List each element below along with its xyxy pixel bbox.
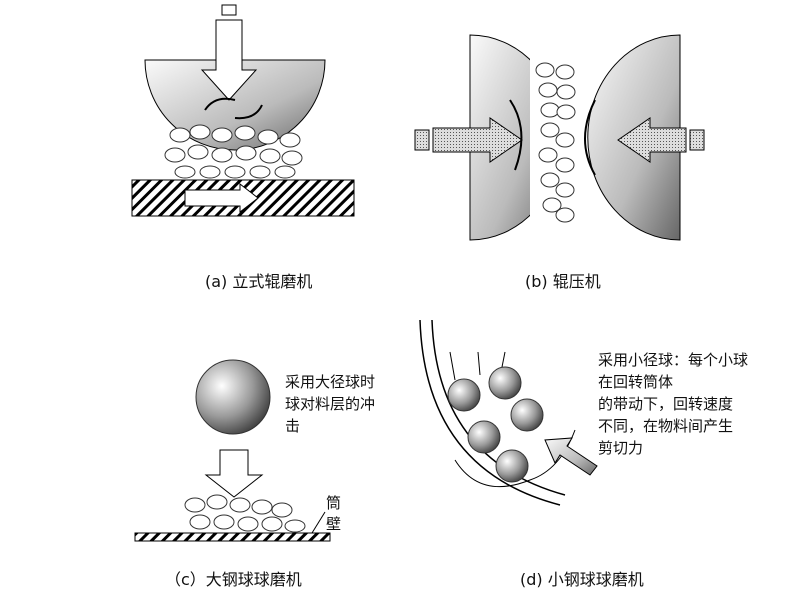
note-c-line-1: 采用大径球时 xyxy=(285,373,376,391)
note-d-line-4: 不同，在物料间产生 xyxy=(598,417,734,435)
small-ball-mill xyxy=(419,319,598,506)
note-c-line-2: 球对料层的冲 xyxy=(285,395,376,413)
caption-c: （c）大钢球球磨机 xyxy=(165,570,302,589)
caption-b: (b) 辊压机 xyxy=(525,272,601,291)
wall-label-2: 壁 xyxy=(326,515,342,533)
caption-a: (a) 立式辊磨机 xyxy=(205,272,313,291)
large-ball-mill xyxy=(134,359,331,542)
roller-press xyxy=(414,34,705,241)
note-d-line-2: 在回转筒体 xyxy=(598,373,674,391)
note-c-line-3: 击 xyxy=(285,417,301,435)
caption-d: (d) 小钢球球磨机 xyxy=(520,570,644,589)
note-d-line-5: 剪切力 xyxy=(598,439,644,457)
note-d-line-1: 采用小径球：每个小球 xyxy=(598,351,749,369)
vertical-roller-mill xyxy=(131,4,355,217)
wall-label-1: 筒 xyxy=(326,494,342,512)
note-d-line-3: 的带动下，回转速度 xyxy=(598,395,734,413)
